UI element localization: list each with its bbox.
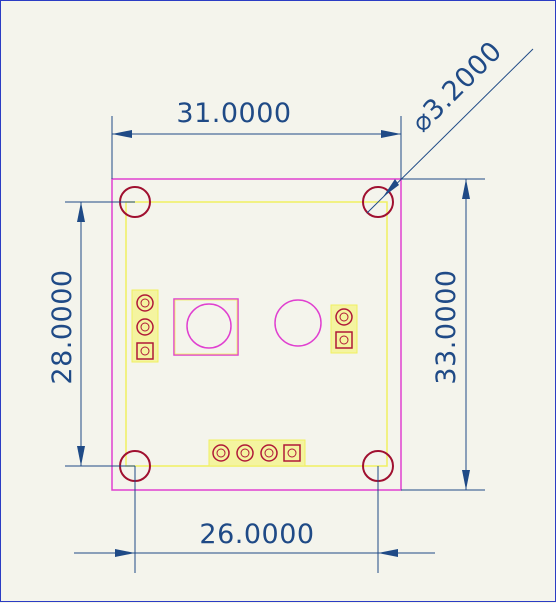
bottom-connector (208, 439, 306, 467)
left-connector (131, 289, 159, 363)
dimension-left-spacing-label: 28.0000 (47, 269, 78, 384)
dimension-top-width (111, 116, 402, 179)
mounting-hole-top-right (362, 186, 394, 218)
dimension-right-height (401, 178, 485, 491)
board-outline (111, 178, 402, 491)
sensor-component (173, 298, 239, 356)
dimension-bottom-spacing-label: 26.0000 (199, 519, 314, 550)
dimension-right-height-label: 33.0000 (431, 269, 462, 384)
dimension-top-width-label: 31.0000 (176, 98, 291, 129)
round-component (274, 299, 322, 347)
dimension-bottom-spacing (74, 466, 435, 573)
dimension-hole-diameter-label: ⌀3.2000 (406, 36, 509, 139)
dimension-left-spacing (65, 201, 135, 467)
dimension-hole-diameter (366, 48, 534, 214)
right-connector (330, 304, 358, 354)
